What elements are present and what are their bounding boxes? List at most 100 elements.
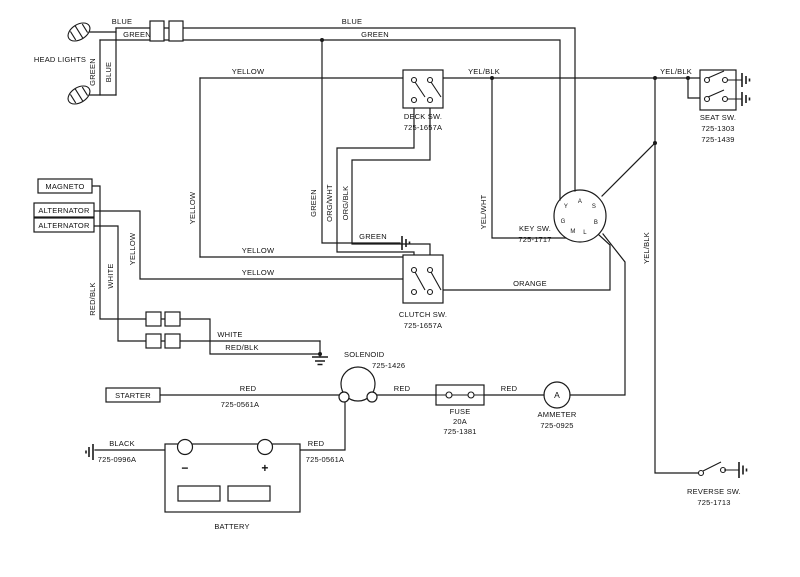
connector-block xyxy=(164,333,181,349)
wire-white xyxy=(93,225,321,342)
wire-ammeter-key xyxy=(569,233,626,396)
battery-cell xyxy=(227,485,271,502)
fuse: FUSE 20A 725-1381 xyxy=(435,384,485,436)
key-switch: Y A S G M L B KEY SW. 725-1717 xyxy=(518,189,607,244)
battery-terminal-negative xyxy=(176,438,194,456)
wire-labels: BLUE GREEN BLUE GREEN YELLOW YEL/BLK YEL… xyxy=(88,17,692,464)
label-redblk-horiz: RED/BLK xyxy=(225,343,259,352)
starter: STARTER xyxy=(105,387,161,403)
alternator-1: ALTERNATOR xyxy=(33,202,95,218)
wire-orange xyxy=(442,234,611,291)
deck-switch-part: 725-1657A xyxy=(404,123,443,132)
seat-switch-part1: 725-1303 xyxy=(701,124,734,133)
ground-icon-battery xyxy=(85,444,94,460)
wires xyxy=(89,27,701,474)
key-terminal-a: A xyxy=(578,199,582,205)
connector-block xyxy=(149,20,165,42)
wire-seat-jog xyxy=(687,77,701,99)
label-yelblk-right: YEL/BLK xyxy=(660,67,692,76)
label-yelblk-left: YEL/BLK xyxy=(468,67,500,76)
label-orgwht-vert: ORG/WHT xyxy=(325,184,334,222)
ground-icon-green xyxy=(401,236,411,250)
wire-green-main xyxy=(99,39,561,201)
battery-label: BATTERY xyxy=(214,522,249,531)
ground-icon-reverse xyxy=(738,462,748,478)
deck-switch: DECK SW. 725-1657A xyxy=(402,69,444,132)
battery-plus-sign: + xyxy=(261,461,268,475)
label-red-fuse-ammeter: RED xyxy=(501,384,518,393)
wire-yelwht xyxy=(491,77,567,239)
deck-switch-label: DECK SW. xyxy=(404,112,442,121)
junction xyxy=(653,141,657,145)
key-terminal-s: S xyxy=(592,204,596,210)
ammeter-part: 725-0925 xyxy=(540,421,573,430)
label-orgblk-vert: ORG/BLK xyxy=(341,186,350,221)
label-red-battery-part: 725-0561A xyxy=(306,455,345,464)
solenoid-label: SOLENOID xyxy=(344,350,385,359)
label-yellow-vert-left: YELLOW xyxy=(128,232,137,265)
magneto-label: MAGNETO xyxy=(45,182,84,191)
junction xyxy=(318,352,322,356)
wire-green-branch xyxy=(321,39,401,244)
key-switch-label: KEY SW. xyxy=(519,224,551,233)
alternator-2-label: ALTERNATOR xyxy=(38,221,90,230)
label-blue-mid: BLUE xyxy=(342,17,362,26)
label-orange: ORANGE xyxy=(513,279,547,288)
headlight-lamp-icon xyxy=(67,85,91,105)
ground-icon-mid xyxy=(312,356,328,366)
label-redblk-vert: RED/BLK xyxy=(88,282,97,316)
label-green-vert: GREEN xyxy=(309,189,318,217)
fuse-rating: 20A xyxy=(453,417,467,426)
seat-switch-label: SEAT SW. xyxy=(700,113,736,122)
key-terminal-g: G xyxy=(561,219,566,225)
label-black-battery-part: 725-0996A xyxy=(98,455,137,464)
wire-blue-main xyxy=(115,27,576,192)
label-black-battery: BLACK xyxy=(109,439,135,448)
junction xyxy=(320,38,324,42)
ground-icon-seat-2 xyxy=(741,92,751,106)
key-terminal-m: M xyxy=(570,229,575,235)
magneto: MAGNETO xyxy=(37,178,93,194)
junction xyxy=(686,76,690,80)
key-terminal-l: L xyxy=(583,230,587,236)
battery-cell xyxy=(177,485,221,502)
starter-label: STARTER xyxy=(115,391,151,400)
label-white-vert: WHITE xyxy=(106,263,115,288)
label-yelblk-vert: YEL/BLK xyxy=(642,232,651,264)
junction xyxy=(653,76,657,80)
connector-block xyxy=(145,311,162,327)
battery-terminal-positive xyxy=(256,438,274,456)
seat-switch-part2: 725-1439 xyxy=(701,135,734,144)
headlight-lamp-icon xyxy=(67,22,91,42)
wire-yellow-mid-lower xyxy=(93,210,404,280)
label-green-hl-vert: GREEN xyxy=(88,58,97,86)
clutch-switch-label: CLUTCH SW. xyxy=(399,310,447,319)
key-terminal-b: B xyxy=(594,220,598,226)
reverse-switch-label: REVERSE SW. xyxy=(687,487,741,496)
clutch-switch-part: 725-1657A xyxy=(404,321,443,330)
junction xyxy=(490,76,494,80)
reverse-switch: REVERSE SW. 725-1713 xyxy=(687,461,741,507)
alternator-2: ALTERNATOR xyxy=(33,217,95,233)
reverse-switch-part: 725-1713 xyxy=(697,498,730,507)
seat-switch: SEAT SW. 725-1303 725-1439 xyxy=(699,69,742,144)
label-green-mid: GREEN xyxy=(361,30,389,39)
ammeter-label: AMMETER xyxy=(538,410,577,419)
wire-orgblk xyxy=(351,102,431,271)
label-blue-hl-vert: BLUE xyxy=(104,62,113,82)
wire-yelblk-vert xyxy=(654,77,699,474)
key-terminal-y: Y xyxy=(564,204,568,210)
label-yellow-top: YELLOW xyxy=(232,67,265,76)
label-white-horiz: WHITE xyxy=(217,330,242,339)
label-red-solenoid-fuse: RED xyxy=(394,384,411,393)
label-green-ground: GREEN xyxy=(359,232,387,241)
solenoid-part: 725-1426 xyxy=(372,361,405,370)
label-blue-left: BLUE xyxy=(112,17,132,26)
connector-block xyxy=(145,333,162,349)
ground-icon-seat-1 xyxy=(741,73,751,87)
connector-block xyxy=(164,311,181,327)
key-switch-part: 725-1717 xyxy=(518,235,551,244)
head-lights-label: HEAD LIGHTS xyxy=(34,55,86,64)
